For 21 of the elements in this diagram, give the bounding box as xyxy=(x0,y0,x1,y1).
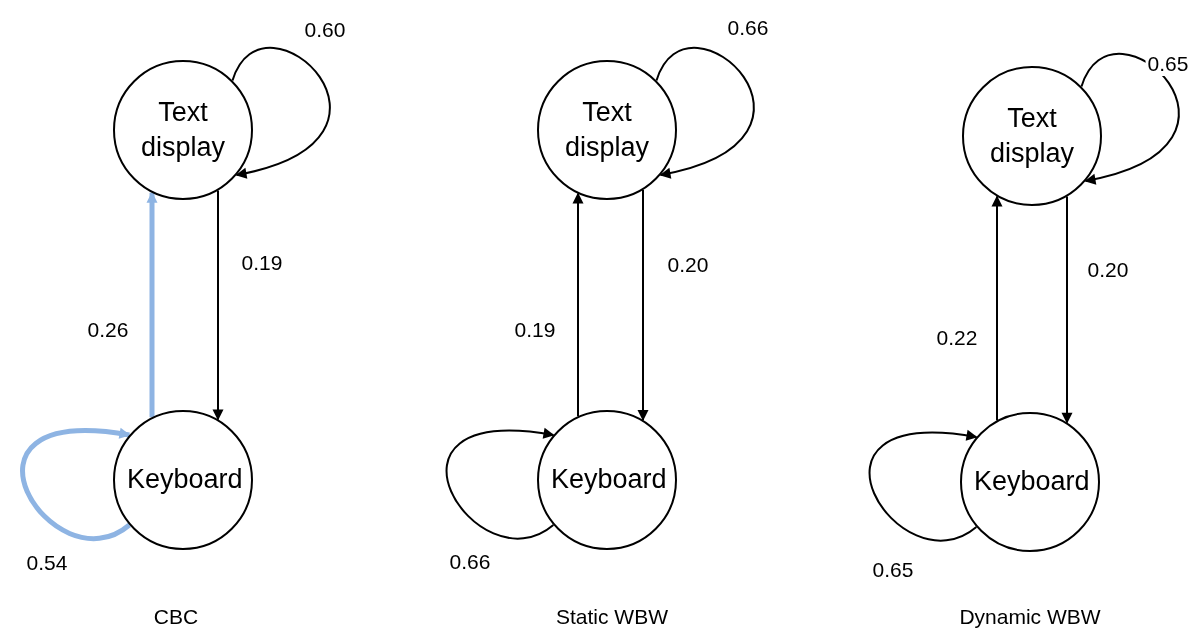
arrow xyxy=(212,189,224,421)
diagram-caption: CBC xyxy=(153,605,199,629)
diagram-caption: Static WBW xyxy=(556,605,668,629)
arrow xyxy=(991,195,1003,422)
arrow xyxy=(655,46,755,178)
arrow xyxy=(20,428,131,541)
arrow xyxy=(1080,52,1180,184)
state-label: Keyboard xyxy=(127,463,239,497)
arrow xyxy=(1061,195,1073,424)
state-label: Text display xyxy=(988,101,1075,170)
state-label: Text display xyxy=(139,95,226,164)
diagram-caption: Dynamic WBW xyxy=(959,605,1101,629)
state-label: Keyboard xyxy=(974,465,1086,499)
state-label: Text display xyxy=(563,95,650,164)
state-label: Keyboard xyxy=(551,463,663,497)
arrow xyxy=(637,189,649,422)
arrow xyxy=(231,46,331,178)
arrow xyxy=(146,191,158,418)
arrow xyxy=(445,428,555,540)
arrow xyxy=(572,192,584,418)
arrow xyxy=(868,430,978,542)
